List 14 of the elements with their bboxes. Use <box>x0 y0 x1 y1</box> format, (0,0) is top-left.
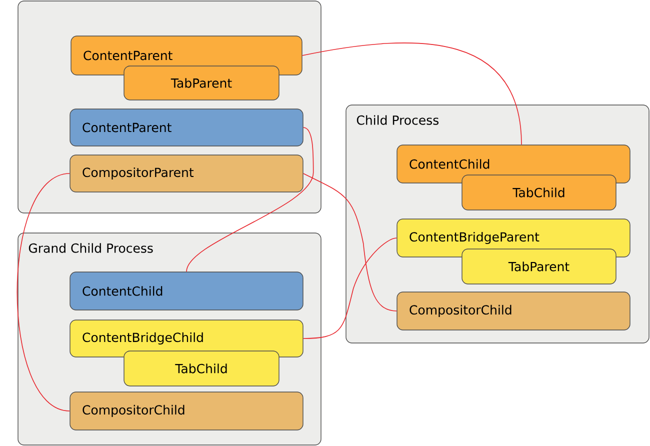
class-box: TabParent <box>462 248 616 284</box>
class-box: TabChild <box>462 174 616 210</box>
class-box: CompositorChild <box>70 392 304 430</box>
class-box: CompositorChild <box>396 292 630 330</box>
connector-line <box>186 127 314 272</box>
class-box: ContentChild <box>70 272 304 310</box>
connector-line <box>302 238 398 339</box>
class-box: CompositorParent <box>70 154 304 192</box>
class-box: TabParent <box>124 66 280 100</box>
class-box: ContentParent <box>70 108 304 146</box>
connector-line <box>302 173 398 312</box>
class-box: TabChild <box>124 350 280 386</box>
connector-line <box>302 42 522 146</box>
connector-line <box>16 173 70 412</box>
